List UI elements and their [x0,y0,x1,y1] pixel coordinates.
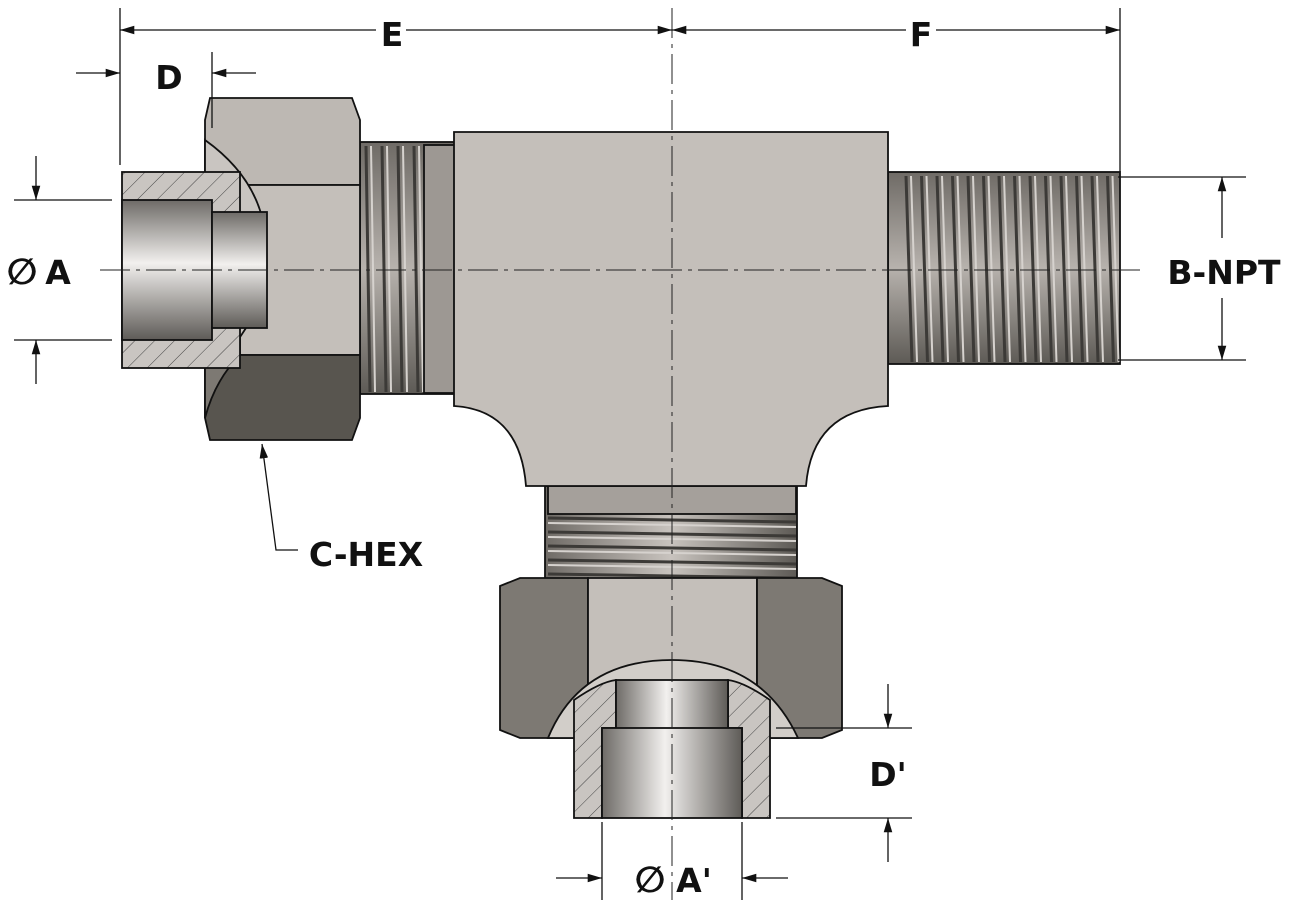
thread-ridge [386,145,392,393]
thread-ridge [982,175,991,363]
dim-f-label: F [910,15,933,54]
thread-ridge [941,175,949,363]
thread-ridge [380,145,388,393]
dim-a-label: A [45,253,71,292]
dim-a-prime-diameter-symbol: ∅ [635,860,666,901]
thread-ridge [1075,175,1084,363]
thread-ridge [412,145,420,393]
dim-a-diameter-symbol: ∅ [7,252,38,293]
dim-d-prime-label: D' [869,755,907,794]
thread-ridge [1028,175,1038,363]
thread-ridge [1049,175,1058,363]
thread-ridge [1096,175,1104,363]
thread-ridge [396,145,404,393]
thread-ridge [402,145,408,393]
thread-ridge [951,175,960,363]
thread-ridge [956,175,965,363]
thread-ridge [364,145,372,393]
thread-ridge [370,145,376,393]
thread-ridge [920,175,929,363]
thread-ridge [1044,175,1053,363]
thread-ridge [925,175,934,363]
thread-ridge [1003,175,1011,363]
dim-c-hex-leader [259,443,298,551]
dim-b-npt-label: B-NPT [1167,253,1281,292]
thread-ridge [1106,175,1115,363]
dim-c-hex-label: C-HEX [309,535,423,574]
bottom-thread [544,485,798,584]
thread-ridge [1065,175,1073,363]
dim-a-prime-label: A' [676,861,712,900]
thread-ridge [987,175,996,363]
thread-ridge [935,175,945,363]
thread-ridge [966,175,976,363]
thread-ridge [1059,175,1069,363]
thread-ridge [910,175,918,363]
left-thread [359,141,457,395]
thread-ridge [1013,175,1022,363]
npt-thread [887,171,1121,365]
thread-ridge [418,145,424,393]
thread-ridge [904,175,914,363]
thread-ridge [972,175,980,363]
tee-body [453,131,889,487]
thread-ridge [1018,175,1027,363]
thread-ridge [1034,175,1042,363]
thread-ridge [1090,175,1100,363]
thread-ridge [997,175,1007,363]
dim-d-label: D [155,58,182,97]
thread-ridge [1080,175,1089,363]
dim-e-label: E [381,15,404,54]
thread-ridge [547,544,797,552]
thread-ridge [1111,175,1120,363]
